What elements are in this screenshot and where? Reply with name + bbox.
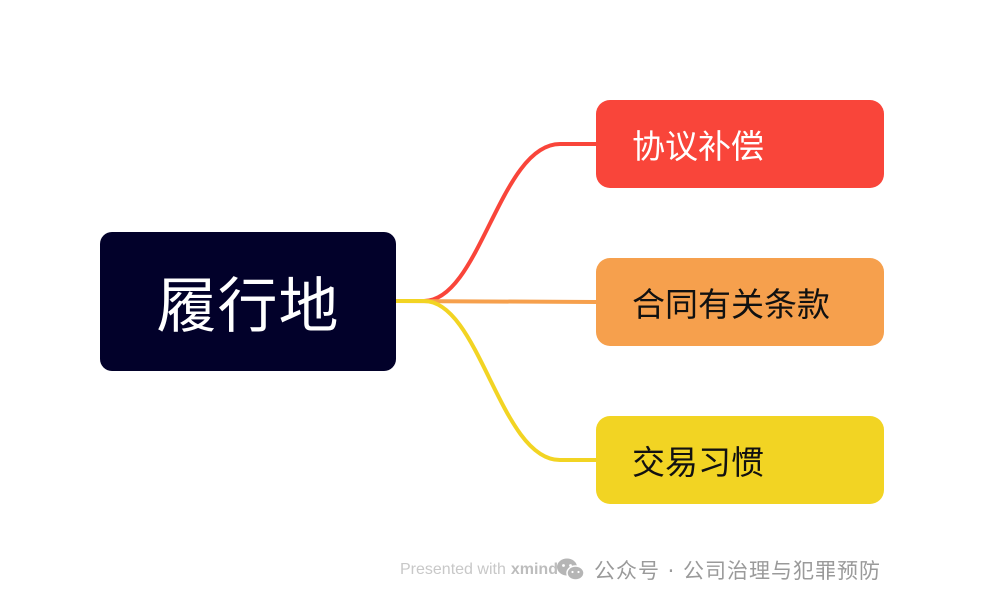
footer-watermark: Presented with xmind 公众号 · 公司治理与犯罪预防 — [400, 550, 881, 590]
wechat-icon — [556, 557, 586, 583]
branch-topic-label: 交易习惯 — [632, 443, 764, 482]
connector-to-trade-practice — [394, 299, 598, 462]
branch-topic-contract-terms[interactable]: 合同有关条款 — [596, 258, 884, 346]
branch-topic-trade-practice[interactable]: 交易习惯 — [596, 416, 884, 504]
branch-topic-label: 合同有关条款 — [632, 285, 830, 324]
xmind-brand: xmind — [510, 561, 558, 578]
root-topic[interactable]: 履行地 — [100, 232, 396, 371]
presented-with-text: Presented with — [400, 561, 506, 578]
account-name: 公众号 · 公司治理与犯罪预防 — [593, 559, 881, 583]
branch-topic-agreement-compensation[interactable]: 协议补偿 — [596, 100, 884, 188]
connector-to-agreement-compensation — [394, 142, 598, 303]
branch-topic-label: 协议补偿 — [632, 127, 764, 166]
root-topic-label: 履行地 — [156, 272, 340, 342]
